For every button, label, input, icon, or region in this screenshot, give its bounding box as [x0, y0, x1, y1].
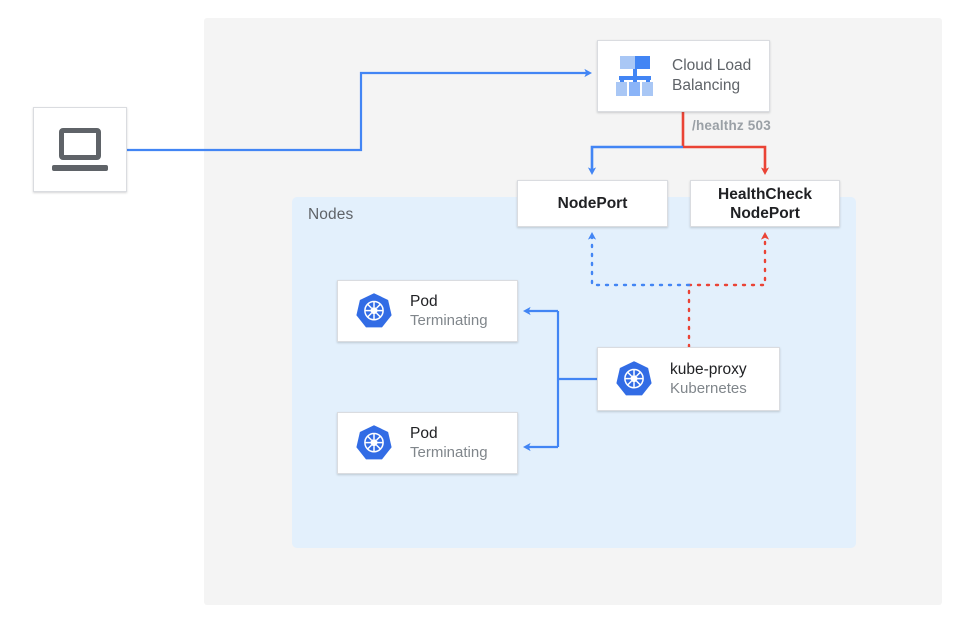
healthz-status-label: /healthz 503 — [692, 118, 771, 133]
healthcheck-nodeport-label-line1: HealthCheck — [718, 185, 812, 203]
pod-status-1: Terminating — [410, 312, 488, 329]
cloud-load-balancing-card[interactable]: Cloud Load Balancing — [597, 40, 770, 112]
pod-status-2: Terminating — [410, 444, 488, 461]
kubernetes-icon — [356, 293, 392, 328]
kube-proxy-title: kube-proxy — [670, 361, 747, 378]
pod-card-2[interactable]: Pod Terminating — [337, 412, 518, 474]
pod-text-2: Pod Terminating — [410, 424, 488, 462]
pod-title-2: Pod — [410, 425, 438, 442]
cloud-load-balancing-label-line1: Cloud Load — [672, 57, 752, 74]
kubernetes-icon — [616, 361, 652, 396]
laptop-icon — [52, 127, 108, 172]
nodeport-card[interactable]: NodePort — [517, 180, 668, 227]
cloud-load-balancing-label-line2: Balancing — [672, 77, 741, 94]
healthcheck-nodeport-label: HealthCheck NodePort — [718, 185, 812, 223]
kube-proxy-card[interactable]: kube-proxy Kubernetes — [597, 347, 780, 411]
panel-nodes-label: Nodes — [308, 206, 354, 223]
pod-text-1: Pod Terminating — [410, 292, 488, 330]
kubernetes-icon — [356, 425, 392, 460]
client-laptop-card[interactable] — [33, 107, 127, 192]
cloud-load-balancing-icon — [612, 56, 658, 96]
kube-proxy-text: kube-proxy Kubernetes — [670, 360, 747, 398]
nodeport-label: NodePort — [557, 195, 628, 212]
cloud-load-balancing-label: Cloud Load Balancing — [672, 56, 751, 96]
pod-title-1: Pod — [410, 293, 438, 310]
pod-card-1[interactable]: Pod Terminating — [337, 280, 518, 342]
healthcheck-nodeport-label-line2: NodePort — [730, 204, 800, 222]
kube-proxy-subtitle: Kubernetes — [670, 380, 747, 397]
healthcheck-nodeport-card[interactable]: HealthCheck NodePort — [690, 180, 840, 227]
